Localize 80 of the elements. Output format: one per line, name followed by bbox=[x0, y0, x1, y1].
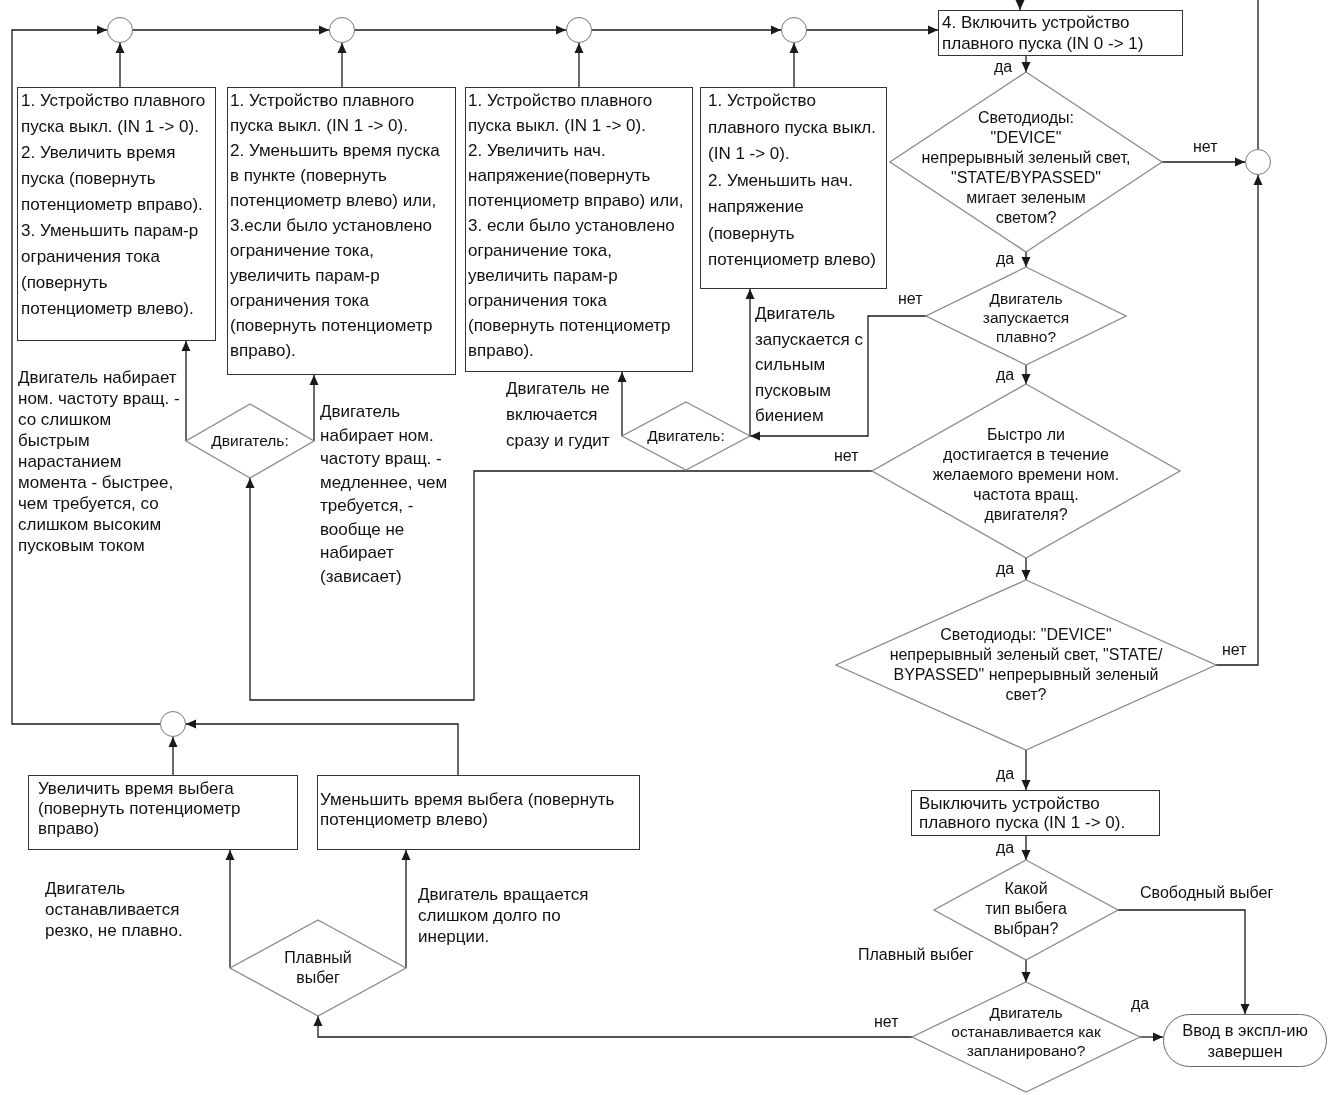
decision-text: Двигатель запускается плавно? bbox=[982, 290, 1070, 345]
connector-circle bbox=[160, 711, 186, 737]
step-text: 3. если было установлено ограничение тока, увеличить парам-р ограничения тока (повернуть потенциометр вправо). bbox=[468, 215, 676, 362]
step-text: 2. Уменьшить нач. напряжение (повернуть потенциометр влево) bbox=[708, 169, 877, 271]
step-text: 1. Устройство плавного пуска выкл. (IN 1 -> 0). bbox=[230, 90, 416, 137]
decision-text: Двигатель: bbox=[647, 427, 725, 444]
process-box bbox=[317, 775, 640, 850]
step-text: 1. Устройство плавного пуска выкл. (IN 1 -> 0). bbox=[21, 90, 207, 138]
step-text: 3. Уменьшить парам-р ограничения тока (повернуть потенциометр влево). bbox=[21, 220, 200, 320]
arrow bbox=[1117, 909, 1250, 1015]
process-box bbox=[28, 775, 298, 850]
decision-text: Какой тип выбега выбран? bbox=[985, 880, 1067, 937]
arrow bbox=[806, 25, 939, 35]
arrow bbox=[181, 340, 191, 442]
step-text: 2. Увеличить время пуска (повернуть потенциометр вправо). bbox=[21, 142, 204, 216]
connector-circle bbox=[566, 17, 592, 43]
decision-diamond bbox=[186, 404, 314, 478]
arrow bbox=[309, 374, 319, 442]
arrow bbox=[168, 736, 178, 776]
process-box bbox=[700, 87, 887, 289]
connector-circle bbox=[329, 17, 355, 43]
arrow bbox=[789, 42, 799, 88]
arrow bbox=[617, 371, 627, 437]
arrow bbox=[245, 470, 873, 701]
terminal-box bbox=[1163, 1014, 1327, 1067]
arrow bbox=[1021, 557, 1031, 581]
arrow bbox=[1015, 0, 1025, 11]
step-text: Уменьшить время выбега (повернуть потенциометр влево) bbox=[320, 790, 616, 830]
arrow bbox=[1021, 55, 1031, 73]
arrow bbox=[1139, 1032, 1164, 1042]
step-text: Увеличить время выбега (повернуть потенциометр вправо) bbox=[38, 779, 242, 839]
step-text: 3.если было установлено ограничение тока, увеличить парам-р ограничения тока (повернуть потенциометр вправо). bbox=[230, 215, 434, 362]
decision-diamond bbox=[230, 920, 406, 1016]
process-box bbox=[911, 790, 1160, 836]
arrow bbox=[132, 25, 330, 35]
connector-circle bbox=[1245, 149, 1271, 175]
decision-text: Двигатель: bbox=[211, 432, 289, 449]
process-box bbox=[17, 87, 216, 341]
arrow bbox=[749, 315, 927, 441]
decision-text: Быстро ли достигается в течение желаемого времени ном. частота вращ. двигателя? bbox=[932, 426, 1120, 523]
arrow bbox=[185, 719, 459, 776]
decision-text: Двигатель останавливается как запланировано? bbox=[951, 1004, 1101, 1059]
decision-diamond bbox=[836, 580, 1216, 750]
arrow bbox=[354, 25, 567, 35]
decision-text: Светодиоды: "DEVICE" непрерывный зеленый свет, "STATE/ BYPASSED" непрерывный зеленый свет? bbox=[889, 626, 1163, 703]
step-text: Выключить устройство плавного пуска (IN 1 -> 0). bbox=[919, 794, 1127, 832]
step-text: 1. Устройство плавного пуска выкл. (IN 1 -> 0). bbox=[708, 90, 877, 165]
connector-circle bbox=[107, 17, 133, 43]
decision-diamond bbox=[622, 402, 750, 470]
process-box bbox=[465, 87, 693, 372]
step-text: 1. Устройство плавного пуска выкл. (IN 1 -> 0). bbox=[468, 90, 654, 137]
arrow bbox=[1021, 749, 1031, 791]
process-box bbox=[938, 10, 1183, 56]
arrow bbox=[337, 42, 347, 88]
terminal-text: Ввод в экспл-ию завершен bbox=[1181, 1019, 1309, 1062]
arrow bbox=[401, 849, 411, 969]
process-box bbox=[227, 87, 456, 375]
arrow bbox=[1021, 364, 1031, 385]
arrow bbox=[225, 849, 235, 969]
step-text: 2. Уменьшить время пуска в пункте (повернуть потенциометр влево) или, bbox=[230, 140, 441, 212]
arrow bbox=[1021, 835, 1031, 861]
step-text: 2. Увеличить нач. напряжение(повернуть потенциометр вправо) или, bbox=[468, 140, 685, 212]
connector-line bbox=[1257, 0, 1259, 150]
arrow bbox=[574, 42, 584, 88]
step-text: 4. Включить устройство плавного пуска (IN 0 -> 1) bbox=[942, 12, 1145, 54]
arrow bbox=[745, 288, 755, 437]
arrow bbox=[313, 1015, 913, 1038]
arrow bbox=[115, 42, 125, 88]
decision-diamond bbox=[872, 384, 1180, 558]
arrow bbox=[1161, 157, 1246, 167]
arrow bbox=[1021, 251, 1031, 268]
arrow bbox=[591, 25, 782, 35]
decision-text: Светодиоды: "DEVICE" непрерывный зеленый свет, "STATE/BYPASSED" мигает зеленым светом? bbox=[921, 109, 1131, 226]
arrow bbox=[1021, 959, 1031, 983]
arrow bbox=[1215, 174, 1263, 666]
arrow bbox=[11, 25, 161, 725]
connector-circle bbox=[781, 17, 807, 43]
decision-diamond bbox=[926, 267, 1126, 365]
decision-text: Плавный выбег bbox=[284, 949, 352, 986]
edge-label: Свободный выбег bbox=[1140, 884, 1274, 902]
